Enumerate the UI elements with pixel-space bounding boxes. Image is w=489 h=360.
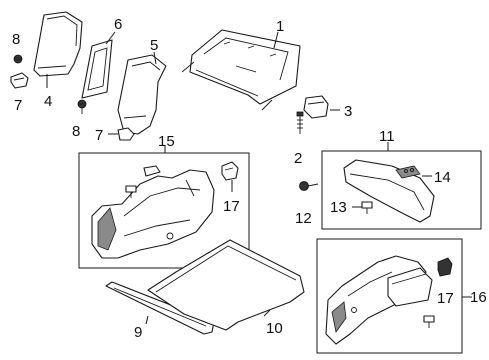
- callout-16: 16: [470, 289, 487, 306]
- callout-10: 10: [266, 320, 283, 337]
- trunk-liner-left-15: [91, 169, 215, 259]
- quarter-trim-panel-4: [33, 11, 83, 77]
- callout-17-box15: 17: [223, 198, 240, 215]
- trunk-side-trim-5: [117, 54, 167, 135]
- callout-7-center: 7: [95, 127, 103, 144]
- window-trim-6: [81, 39, 113, 99]
- group-box-11: [321, 150, 482, 230]
- callout-15: 15: [158, 133, 175, 150]
- callout-12: 12: [295, 210, 312, 227]
- callout-4: 4: [44, 93, 52, 110]
- callout-14: 14: [434, 169, 451, 186]
- callout-9: 9: [134, 324, 142, 341]
- screw-8-lower: [77, 99, 87, 114]
- trim-panel-11: [343, 159, 435, 223]
- callout-5: 5: [150, 37, 158, 54]
- clip-7-center: [117, 127, 135, 141]
- callout-1: 1: [276, 18, 284, 35]
- sill-plate-9: [105, 281, 215, 335]
- callout-11: 11: [379, 128, 395, 145]
- callout-17-box16: 17: [437, 290, 454, 307]
- trunk-liner-right-16: [325, 255, 433, 345]
- pushpin-13: [361, 201, 373, 214]
- pushpin-15: [125, 185, 137, 198]
- callout-6: 6: [114, 16, 122, 33]
- callout-7-left: 7: [14, 97, 22, 114]
- clip-7-left: [10, 72, 29, 89]
- callout-8-upper: 8: [12, 31, 20, 48]
- screw-12: [299, 181, 319, 191]
- callout-3: 3: [344, 103, 352, 120]
- bolt-2: [296, 111, 304, 134]
- package-tray-1: [181, 29, 301, 111]
- callout-13: 13: [330, 199, 347, 216]
- pushpin-16: [423, 315, 435, 328]
- group-box-15: [78, 152, 250, 269]
- callout-2: 2: [294, 150, 302, 167]
- screw-8-upper: [13, 54, 23, 64]
- clip-17-box15: [221, 161, 239, 181]
- clip-15-square: [143, 165, 161, 177]
- bracket-3: [303, 95, 329, 119]
- group-box-16: [316, 238, 463, 354]
- clip-17-box16: [437, 257, 453, 277]
- floor-mat-10: [147, 239, 305, 331]
- callout-8-lower: 8: [72, 123, 80, 140]
